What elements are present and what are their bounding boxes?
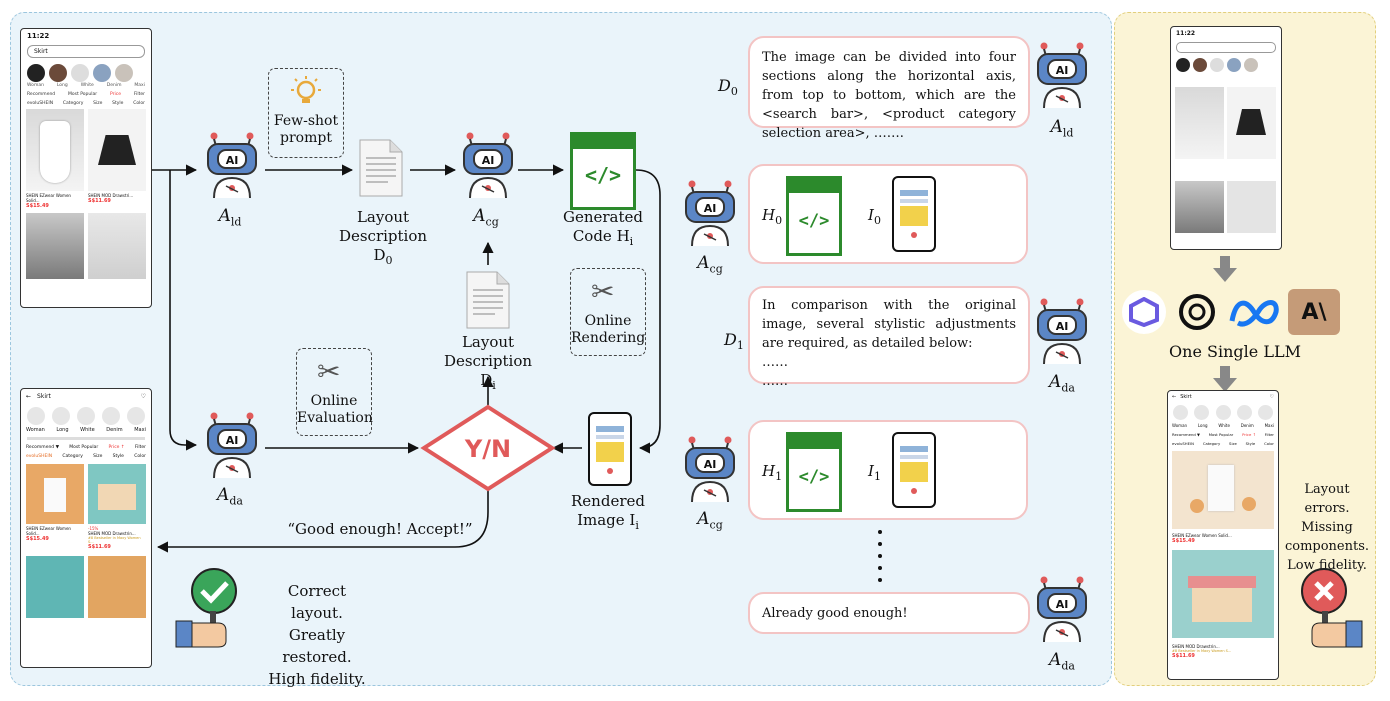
search-text: Skirt	[37, 393, 51, 400]
approve-sign-icon	[175, 568, 237, 648]
agent-da-robot-icon: AI	[1030, 574, 1094, 644]
agent-ld-robot-icon: AI	[200, 130, 264, 200]
agent-da-label: Ada	[1049, 650, 1075, 673]
document-icon	[465, 270, 511, 330]
generated-code-label: Generated Code Hi	[562, 208, 644, 248]
svg-text:AI: AI	[1056, 64, 1069, 77]
arrow-accept	[156, 490, 489, 553]
svg-text:Y/N: Y/N	[464, 435, 511, 463]
agent-ld-label: Ald	[1050, 117, 1074, 140]
layout-desc-0-label: Layout Description D0	[338, 208, 428, 267]
rendered-image-icon	[588, 412, 632, 486]
agent-cg-label: Acg	[697, 253, 723, 276]
anthropic-logo-icon: A\	[1288, 289, 1340, 335]
d1-label: D1	[724, 330, 744, 353]
svg-text:AI: AI	[1056, 320, 1069, 333]
svg-text:AI: AI	[704, 202, 717, 215]
code-window-icon: </>	[570, 132, 636, 210]
arrow-phone-to-ada	[169, 170, 198, 451]
good-result-text: Correct layout. Greatly restored. High f…	[268, 582, 366, 688]
h0-i0-bubble: H0 </> I0	[748, 164, 1028, 264]
tools-icon: ✂	[591, 275, 615, 308]
agent-cg-robot-icon: AI	[456, 130, 520, 200]
agent-ld-label: Ald	[218, 206, 242, 229]
llm-caption: One Single LLM	[1169, 342, 1301, 361]
bad-result-text: Layout errors. Missing components. Low f…	[1284, 482, 1370, 573]
agent-cg-label: Acg	[697, 509, 723, 532]
svg-text:AI: AI	[704, 458, 717, 471]
few-shot-prompt-box: Few-shot prompt	[268, 68, 344, 158]
layout-desc-i-label: Layout Description Di	[443, 333, 533, 392]
continuation-dots	[878, 530, 882, 582]
online-evaluation-box: ✂ Online Evaluation	[296, 348, 373, 436]
rendered-image-icon	[892, 432, 936, 508]
agent-da-robot-icon: AI	[1030, 296, 1094, 366]
status-time: 11:22	[27, 32, 50, 40]
down-arrow-icon	[1213, 366, 1237, 392]
product-grid: SHEIN EZwear Women Solid... S$15.49 SHEI…	[21, 107, 151, 211]
agent-cg-label: Acg	[473, 206, 499, 229]
accept-text: “Good enough! Accept!”	[287, 520, 473, 538]
rendered-image-label: Rendered Image Ii	[571, 492, 645, 532]
d0-bubble: The image can be divided into four secti…	[748, 36, 1030, 141]
few-shot-label: Few-shot prompt	[273, 113, 339, 146]
openai-logo-icon	[1174, 289, 1220, 335]
reject-sign-icon	[1301, 568, 1363, 648]
d1-bubble: In comparison with the original image, s…	[748, 286, 1030, 389]
down-arrow-icon	[1213, 256, 1237, 282]
decision-diamond: Y/N	[420, 404, 556, 492]
llm-logo-row: A\	[1122, 288, 1368, 336]
online-rendering-box: ✂ Online Rendering	[570, 268, 646, 356]
qwen-logo-icon	[1122, 290, 1166, 334]
agent-da-label: Ada	[217, 485, 243, 508]
category-row	[21, 60, 151, 82]
agent-cg-robot-icon: AI	[678, 178, 742, 248]
d0-label: D0	[718, 76, 738, 99]
document-icon	[358, 138, 404, 198]
arrow-code-to-render	[635, 169, 661, 454]
agent-da-robot-icon: AI	[200, 410, 264, 480]
code-window-icon: </>	[786, 176, 842, 256]
product-grid: SHEIN EZwear Women Solid... S$15.49 -15%…	[21, 460, 151, 554]
svg-text:AI: AI	[226, 154, 239, 167]
h1-i1-bubble: H1 </> I1	[748, 420, 1028, 520]
svg-text:AI: AI	[1056, 598, 1069, 611]
code-window-icon: </>	[786, 432, 842, 512]
input-screenshot-phone-copy: 11:22	[1170, 26, 1282, 250]
svg-text:AI: AI	[226, 434, 239, 447]
agent-cg-robot-icon: AI	[678, 434, 742, 504]
agent-da-label: Ada	[1049, 372, 1075, 395]
search-bar: Skirt	[27, 45, 145, 58]
final-bubble: Already good enough!	[748, 592, 1030, 634]
lightbulb-icon	[291, 76, 321, 103]
svg-text:AI: AI	[482, 154, 495, 167]
meta-logo-icon	[1228, 292, 1280, 332]
tools-icon: ✂	[317, 355, 341, 388]
rendered-image-icon	[892, 176, 936, 252]
agent-ld-robot-icon: AI	[1030, 40, 1094, 110]
